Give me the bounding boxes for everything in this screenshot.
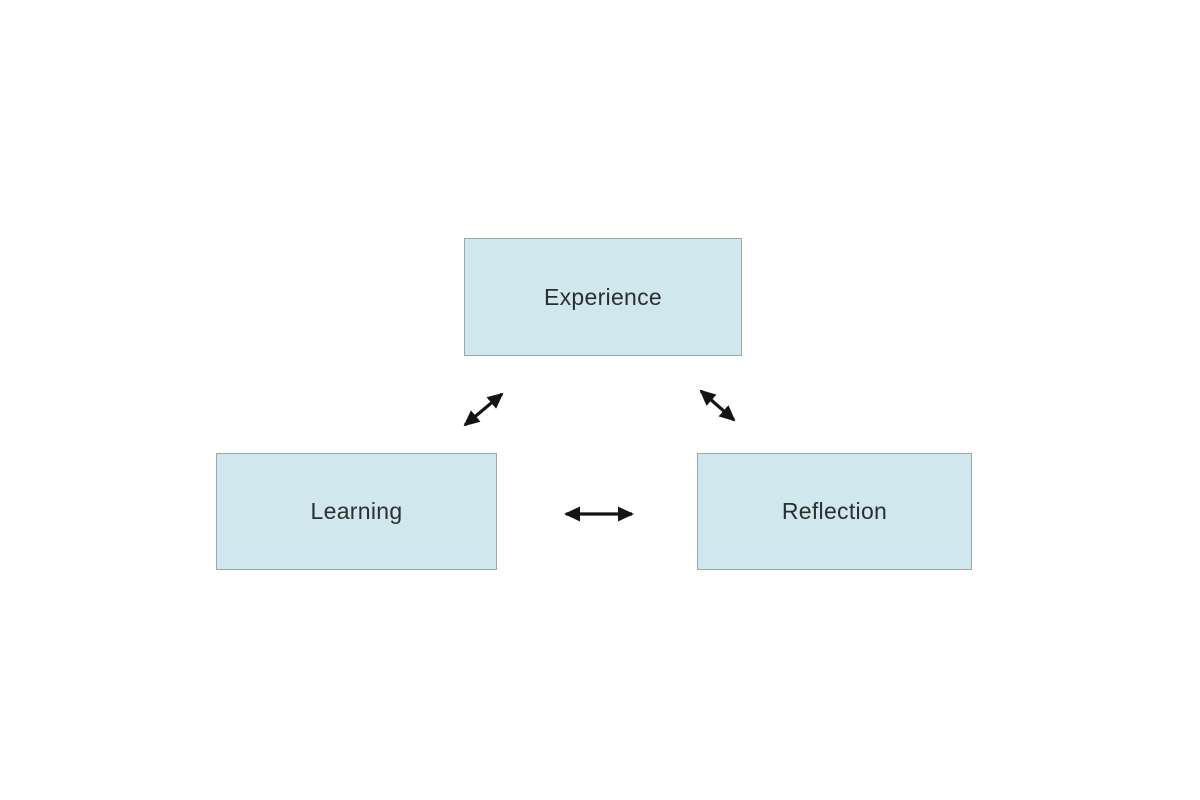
node-learning: Learning bbox=[216, 453, 497, 570]
node-reflection-label: Reflection bbox=[781, 498, 888, 524]
node-learning-label: Learning bbox=[310, 498, 403, 524]
node-experience-label: Experience bbox=[543, 283, 663, 310]
node-reflection: Reflection bbox=[697, 453, 972, 570]
experience-reflection-arrow bbox=[699, 389, 736, 422]
experience-learning-arrow bbox=[463, 392, 504, 427]
node-experience: Experience bbox=[464, 238, 742, 356]
